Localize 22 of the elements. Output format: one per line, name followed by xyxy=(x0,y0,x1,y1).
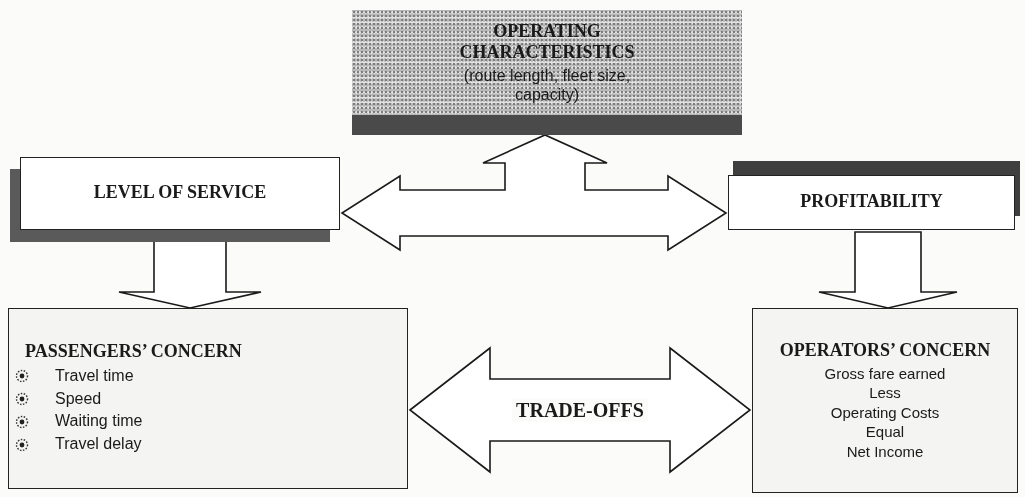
node-heading: LEVEL OF SERVICE xyxy=(93,181,267,203)
concept-box xyxy=(752,308,1018,493)
list-item: Equal xyxy=(865,422,905,442)
list-item: Waiting time xyxy=(55,411,143,432)
node-subtitle: (route length, fleet size, capacity) xyxy=(462,65,632,104)
node-heading: PROFITABILITY xyxy=(800,190,943,212)
node-heading: OPERATING CHARACTERISTICS xyxy=(458,21,636,63)
list-item: Less xyxy=(869,383,901,403)
concept-box xyxy=(8,308,408,489)
list-item: Net Income xyxy=(846,441,924,462)
list-item: Travel time xyxy=(55,365,134,386)
list-item: Speed xyxy=(55,388,102,409)
edge-label: TRADE-OFFS xyxy=(512,398,648,422)
block-arrow xyxy=(340,134,728,252)
block-arrow xyxy=(818,231,958,309)
list-item: Gross fare earned xyxy=(824,363,946,384)
list-item: Travel delay xyxy=(55,434,142,455)
concept-box xyxy=(352,10,742,135)
list-item: Operating Costs xyxy=(830,402,940,423)
node-heading: OPERATORS’ CONCERN xyxy=(779,339,991,361)
block-arrow xyxy=(408,346,752,474)
node-heading: PASSENGERS’ CONCERN xyxy=(25,341,242,362)
